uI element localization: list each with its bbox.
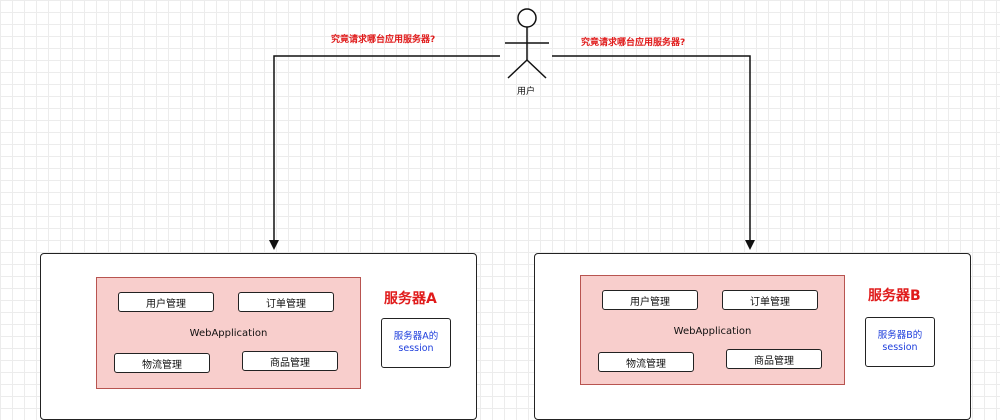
question-label-left: 究竟请求哪台应用服务器? — [331, 35, 436, 45]
server-b-webapp-label: WebApplication — [673, 326, 752, 337]
user-label: 用户 — [517, 87, 536, 97]
server-a-module-product-management[interactable]: 商品管理 — [242, 351, 338, 371]
server-a-session-box[interactable]: 服务器A的 session — [381, 318, 451, 368]
server-a-box[interactable]: 用户管理 订单管理 WebApplication 物流管理 商品管理 服务器A … — [40, 253, 477, 420]
server-b-module-product-management[interactable]: 商品管理 — [726, 349, 822, 369]
server-a-session-line2: session — [398, 343, 434, 354]
server-b-module-user-management[interactable]: 用户管理 — [602, 290, 698, 310]
server-a-module-logistics-management[interactable]: 物流管理 — [114, 353, 210, 373]
server-a-module-user-management[interactable]: 用户管理 — [118, 292, 214, 312]
server-b-session-line2: session — [882, 342, 918, 353]
server-a-module-order-management[interactable]: 订单管理 — [238, 292, 334, 312]
question-label-right: 究竟请求哪台应用服务器? — [581, 38, 686, 48]
server-b-box[interactable]: 用户管理 订单管理 WebApplication 物流管理 商品管理 服务器B … — [534, 253, 971, 420]
server-b-webapp[interactable]: 用户管理 订单管理 WebApplication 物流管理 商品管理 — [580, 275, 845, 385]
server-a-title: 服务器A — [384, 291, 437, 307]
server-b-session-line1: 服务器B的 — [877, 330, 923, 341]
request-arrow-to-server-a — [269, 55, 500, 250]
server-b-module-logistics-management[interactable]: 物流管理 — [598, 352, 694, 372]
server-a-webapp[interactable]: 用户管理 订单管理 WebApplication 物流管理 商品管理 — [96, 277, 361, 389]
server-b-title: 服务器B — [868, 288, 921, 304]
server-a-webapp-label: WebApplication — [189, 328, 268, 339]
request-arrow-to-server-b — [552, 55, 755, 250]
user-stick-figure-icon[interactable] — [505, 8, 549, 79]
server-b-session-box[interactable]: 服务器B的 session — [865, 317, 935, 367]
server-a-session-line1: 服务器A的 — [393, 331, 439, 342]
server-b-module-order-management[interactable]: 订单管理 — [722, 290, 818, 310]
